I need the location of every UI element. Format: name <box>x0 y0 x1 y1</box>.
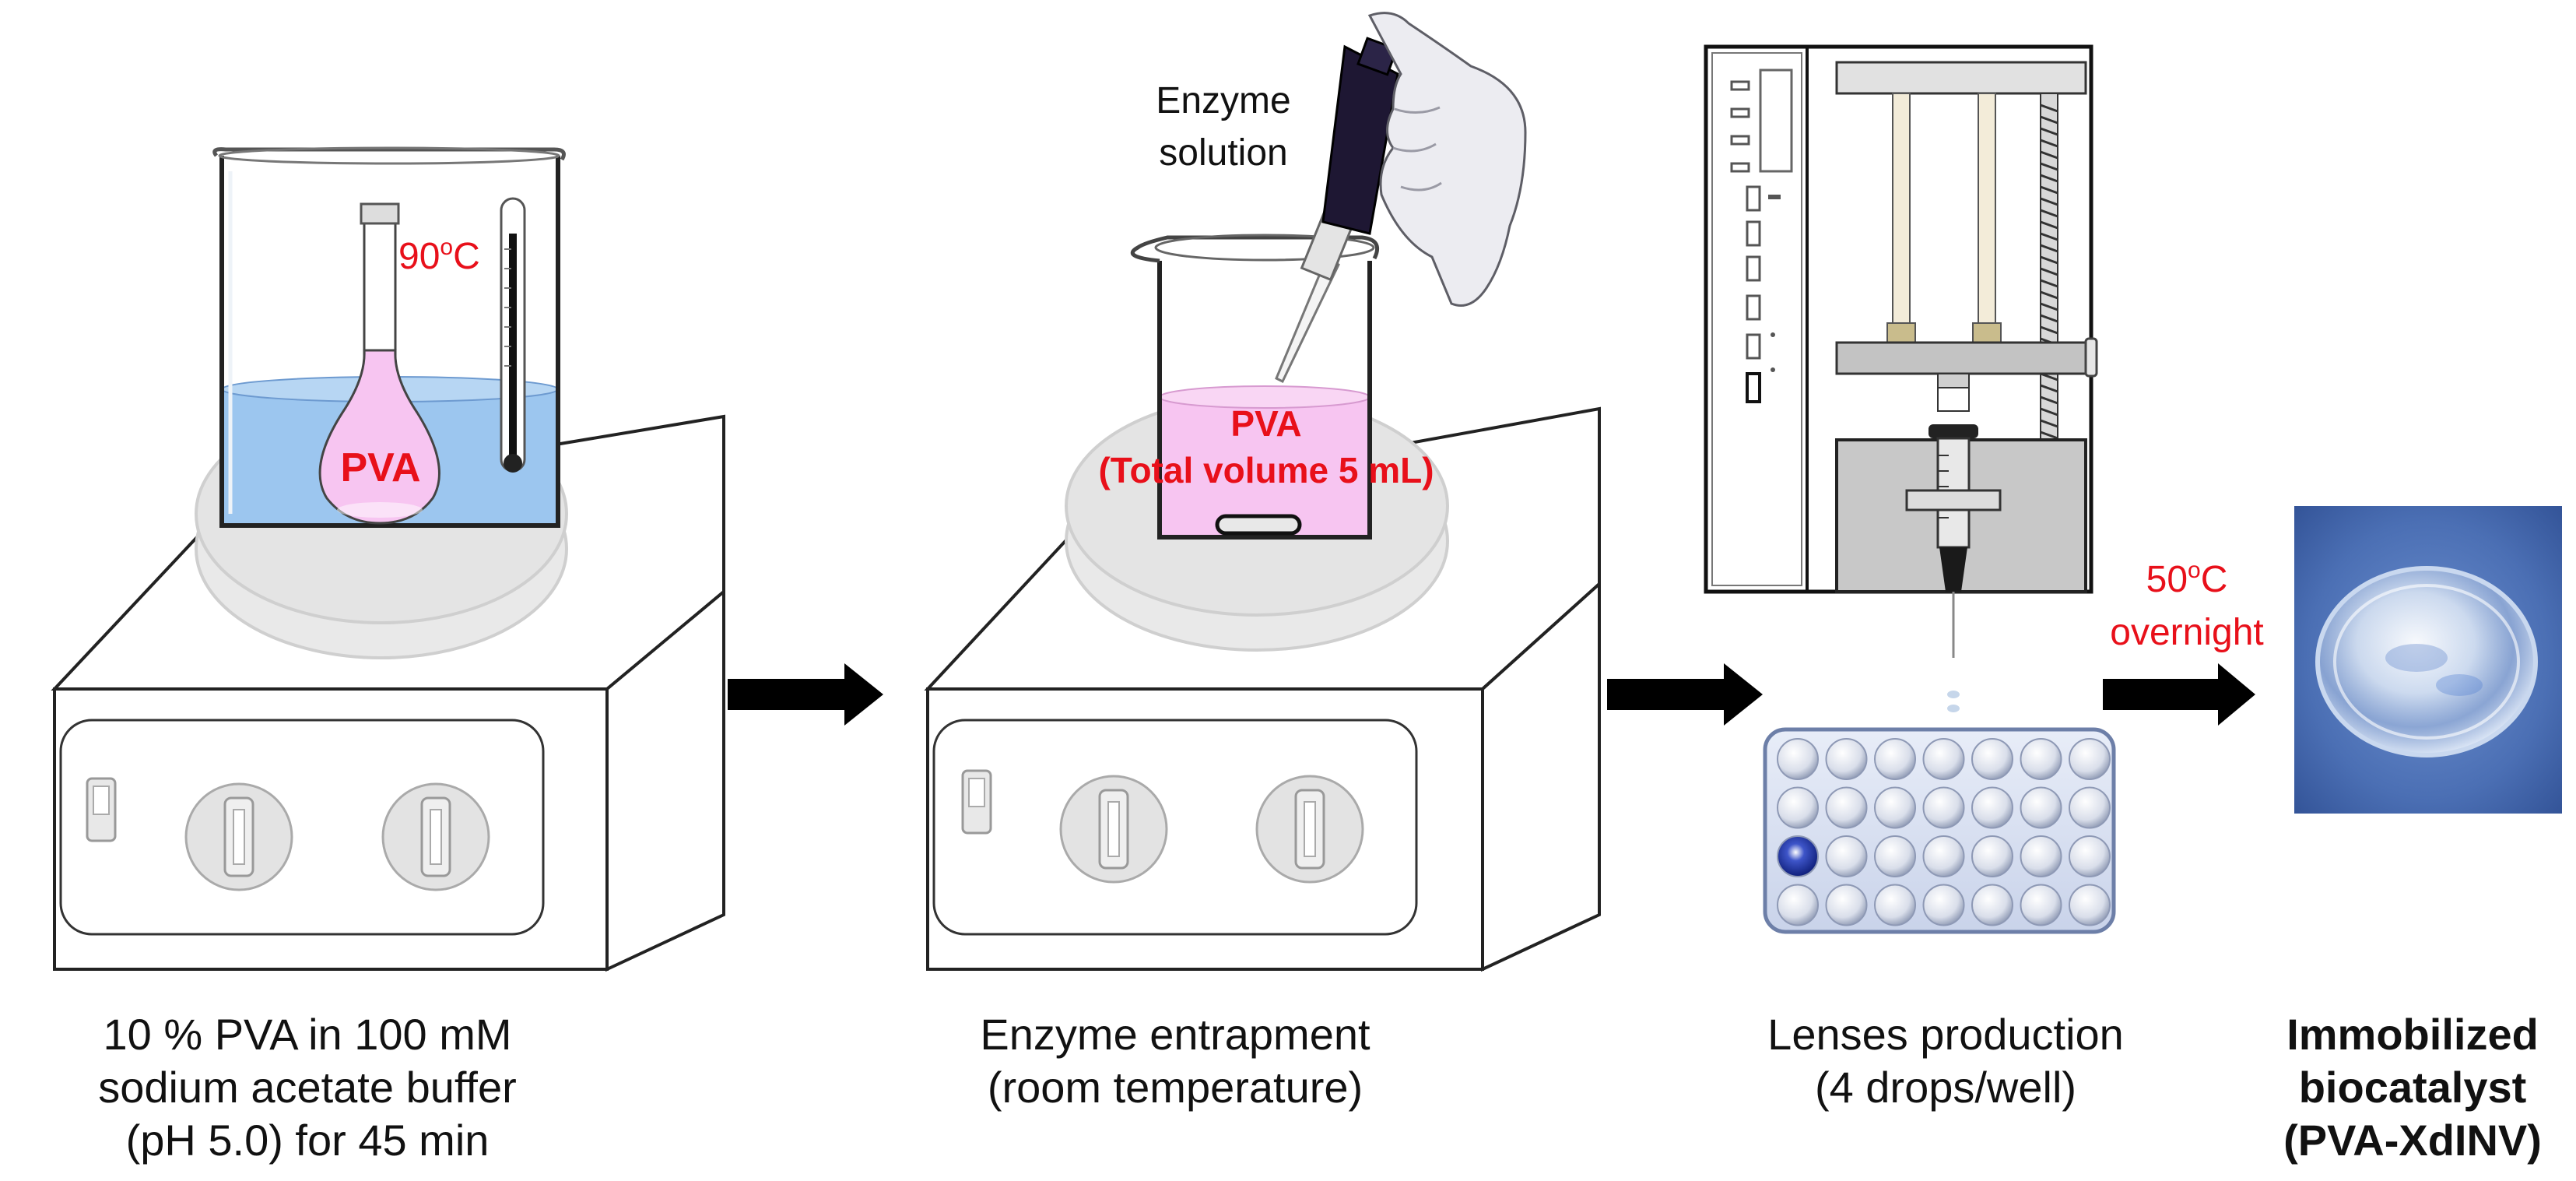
arrow-1 <box>728 663 883 726</box>
well <box>2020 884 2062 926</box>
pusher-block <box>1835 341 2087 375</box>
well <box>1874 738 1916 780</box>
well-with-drop <box>1777 835 1819 877</box>
thermometer <box>500 197 526 473</box>
well <box>1777 786 1819 829</box>
well <box>2020 835 2062 877</box>
well <box>1874 835 1916 877</box>
well <box>1971 738 2013 780</box>
well <box>2069 738 2111 780</box>
caption-step4: Immobilized biocatalyst (PVA-XdINV) <box>2257 1008 2568 1167</box>
hot-plate-1 <box>51 403 725 972</box>
caption-step4-line2: biocatalyst <box>2298 1063 2527 1112</box>
well <box>1874 786 1916 829</box>
pva-beaker <box>1131 234 1379 540</box>
well <box>1825 786 1868 829</box>
stir-bar <box>1215 514 1302 536</box>
well <box>2069 786 2111 829</box>
well <box>1825 738 1868 780</box>
well <box>1922 786 1965 829</box>
knob-1a[interactable] <box>184 782 293 891</box>
total-volume-label: (Total volume 5 mL) <box>1098 450 1434 490</box>
well <box>1971 835 2013 877</box>
overnight-label: overnight <box>2110 612 2263 653</box>
pump-button-1[interactable] <box>1746 185 1761 212</box>
well <box>2020 738 2062 780</box>
well <box>1777 738 1819 780</box>
caption-step1-line1: 10 % PVA in 100 mM <box>103 1010 512 1059</box>
syringe-pump <box>1704 44 2098 712</box>
caption-step2: Enzyme entrapment (room temperature) <box>949 1008 1401 1114</box>
temperature-90-label: 90oC <box>398 234 480 277</box>
well <box>1777 884 1819 926</box>
well <box>2069 884 2111 926</box>
caption-step3-line2: (4 drops/well) <box>1814 1063 2077 1112</box>
caption-step2-line1: Enzyme entrapment <box>980 1010 1370 1059</box>
caption-step3: Lenses production (4 drops/well) <box>1720 1008 2171 1114</box>
caption-step3-line1: Lenses production <box>1767 1010 2124 1059</box>
pump-button-4[interactable] <box>1746 294 1761 321</box>
knob-2b[interactable] <box>1255 775 1364 884</box>
pump-button-5[interactable] <box>1746 333 1761 360</box>
caption-step2-line2: (room temperature) <box>987 1063 1363 1112</box>
pump-button-6[interactable] <box>1746 372 1761 403</box>
well <box>1874 884 1916 926</box>
pva-beaker-label: PVA <box>1230 403 1301 444</box>
well <box>1971 786 2013 829</box>
pump-button-2[interactable] <box>1746 220 1761 247</box>
well <box>1922 884 1965 926</box>
volumetric-flask <box>318 202 440 525</box>
well <box>1971 884 2013 926</box>
arrow-2 <box>1607 663 1763 726</box>
knob-2a[interactable] <box>1059 775 1168 884</box>
pipette-with-glove <box>1275 12 1527 384</box>
caption-step4-line1: Immobilized <box>2286 1010 2539 1059</box>
biocatalyst-photo <box>2294 506 2562 814</box>
caption-step1-line3: (pH 5.0) for 45 min <box>125 1116 490 1165</box>
well <box>1825 835 1868 877</box>
well <box>1922 835 1965 877</box>
pump-display <box>1759 69 1793 173</box>
well-plate <box>1763 727 2116 934</box>
pva-flask-label: PVA <box>340 445 420 490</box>
solution-label: solution <box>1159 132 1287 174</box>
well <box>2069 835 2111 877</box>
well <box>2020 786 2062 829</box>
well <box>1825 884 1868 926</box>
well <box>1922 738 1965 780</box>
enzyme-label: Enzyme <box>1156 80 1290 121</box>
pump-button-3[interactable] <box>1746 255 1761 282</box>
temperature-50-label: 50oC <box>2146 557 2228 600</box>
caption-step1: 10 % PVA in 100 mM sodium acetate buffer… <box>62 1008 553 1167</box>
knob-1b[interactable] <box>381 782 490 891</box>
caption-step4-line3: (PVA-XdINV) <box>2283 1116 2542 1165</box>
arrow-3 <box>2103 663 2255 726</box>
caption-step1-line2: sodium acetate buffer <box>98 1063 517 1112</box>
